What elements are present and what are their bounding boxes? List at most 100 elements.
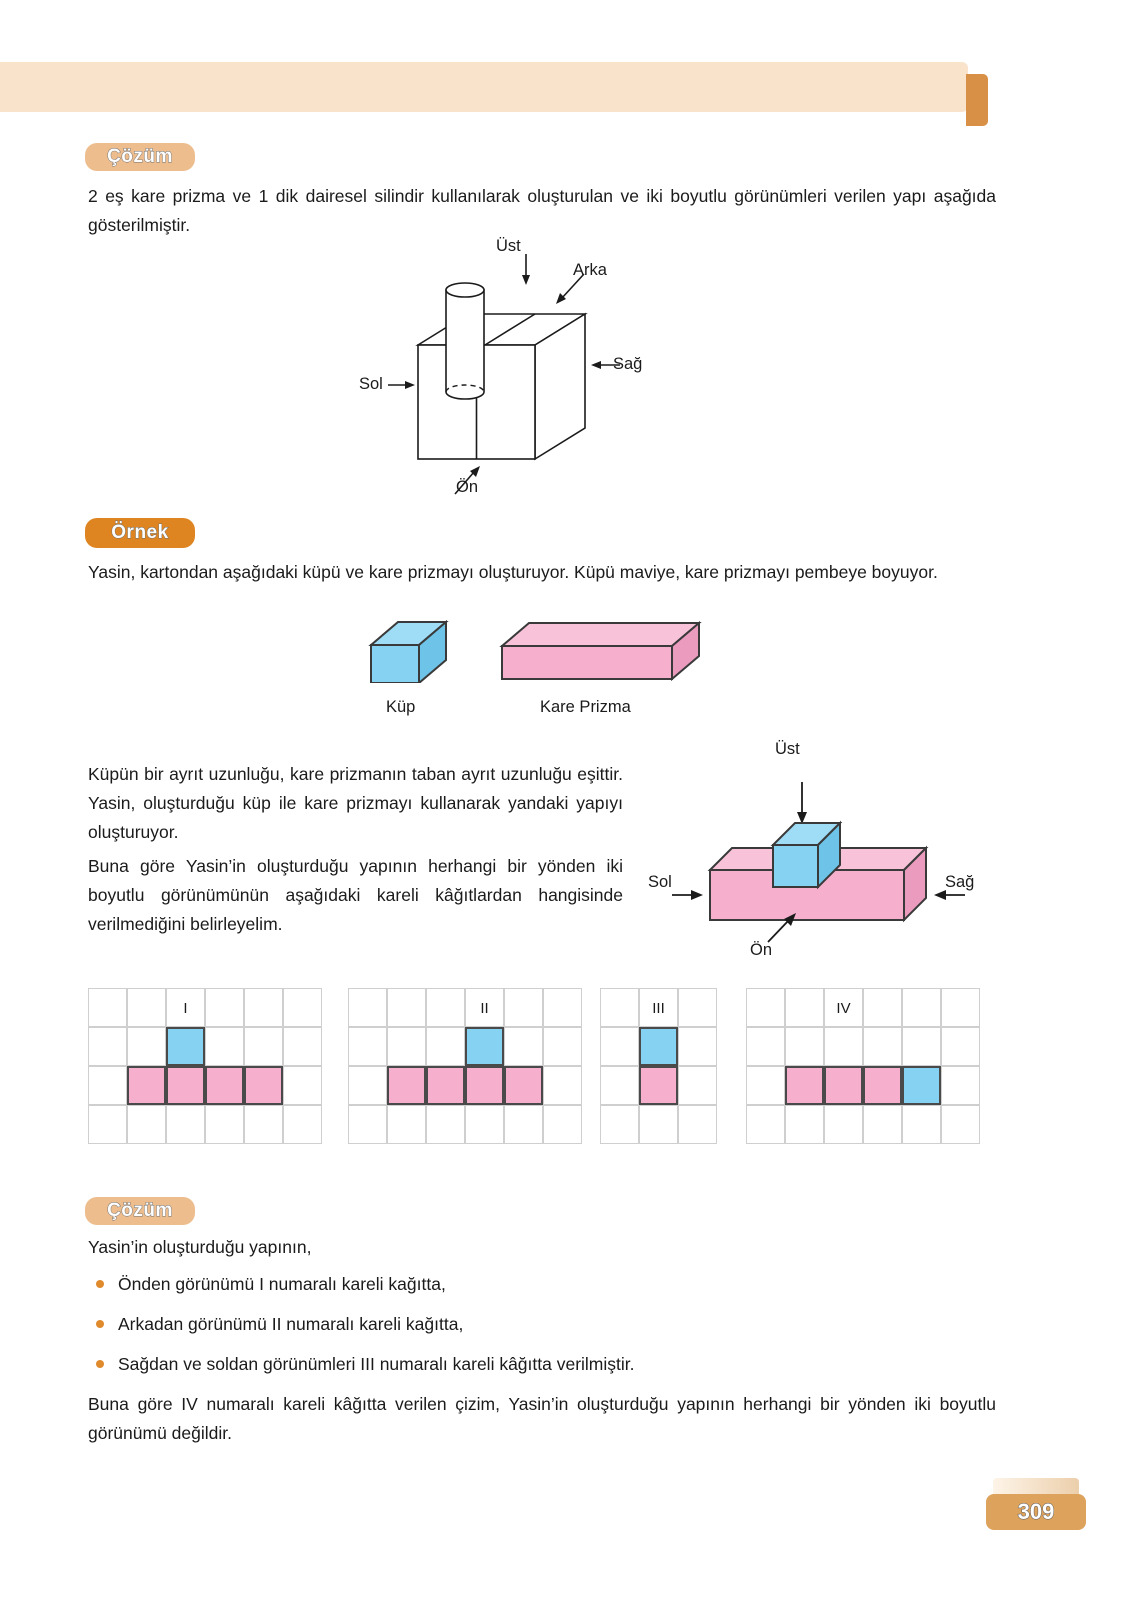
bullet-dot-icon — [96, 1360, 104, 1368]
label-kup: Küp — [386, 698, 416, 716]
label-arka-figure1: Arka — [573, 261, 607, 279]
grid-label-i: I — [183, 1000, 188, 1017]
list-item-label: Arkadan görünümü II numaralı kareli kağı… — [118, 1314, 464, 1334]
grid-cell — [543, 988, 582, 1027]
grid-cell — [88, 1105, 127, 1144]
grid-cell — [600, 988, 639, 1027]
grid-cell — [863, 1105, 902, 1144]
grid-cell — [205, 988, 244, 1027]
grid-cell — [902, 1027, 941, 1066]
grid-cell — [283, 1066, 322, 1105]
grid-cell — [387, 988, 426, 1027]
grid-cell — [387, 1027, 426, 1066]
grid-cell-filled-pink — [785, 1066, 824, 1105]
grid-cell — [244, 988, 283, 1027]
grid-cell — [205, 1027, 244, 1066]
badge-cozum-top-label: Çözüm — [107, 146, 173, 168]
paragraph-cozum-conclusion: Buna göre IV numaralı kareli kâğıtta ver… — [88, 1394, 996, 1443]
grid-cell-filled-pink — [166, 1066, 205, 1105]
label-sag-figure1: Sağ — [613, 355, 643, 373]
list-item-label: Önden görünümü I numaralı kareli kağıtta… — [118, 1274, 446, 1294]
grid-cell — [348, 1105, 387, 1144]
grid-cell — [166, 1105, 205, 1144]
grid-cell — [504, 988, 543, 1027]
grid-cell — [678, 988, 717, 1027]
grid-cell — [543, 1105, 582, 1144]
grid-cell — [426, 1105, 465, 1144]
grid-cell — [639, 988, 678, 1027]
badge-ornek: Örnek — [85, 518, 195, 548]
list-item: Önden görünümü I numaralı kareli kağıtta… — [96, 1270, 976, 1298]
grid-cell-filled-pink — [639, 1066, 678, 1105]
grid-cell — [283, 1105, 322, 1144]
grid-cell — [678, 1066, 717, 1105]
figure-cube-and-prism — [360, 608, 710, 683]
grid-cell — [863, 1027, 902, 1066]
grid-paper-iv[interactable]: IV — [746, 988, 980, 1144]
paragraph-cozum-top: 2 eş kare prizma ve 1 dik dairesel silin… — [88, 186, 996, 235]
grid-cell — [941, 1027, 980, 1066]
grid-cell-filled-pink — [863, 1066, 902, 1105]
grid-cell — [902, 1105, 941, 1144]
label-on-figure1: Ön — [456, 478, 479, 496]
figure-structure — [660, 760, 980, 945]
top-decorative-bar — [0, 62, 968, 112]
grid-cell — [543, 1027, 582, 1066]
grid-cell — [678, 1027, 717, 1066]
grid-cell — [941, 1066, 980, 1105]
list-item: Arkadan görünümü II numaralı kareli kağı… — [96, 1310, 976, 1338]
grid-cell — [283, 1027, 322, 1066]
label-sag-figure3: Sağ — [945, 873, 975, 891]
grid-cell — [465, 1105, 504, 1144]
grid-cell — [348, 1066, 387, 1105]
grid-paper-ii[interactable]: II — [348, 988, 582, 1144]
list-item-label: Sağdan ve soldan görünümleri III numaral… — [118, 1354, 635, 1374]
grid-cell — [387, 1105, 426, 1144]
grid-cell — [824, 1027, 863, 1066]
grid-cell — [244, 1027, 283, 1066]
page-number-label: 309 — [1017, 1499, 1055, 1525]
grid-cell — [426, 988, 465, 1027]
grid-cell-filled-pink — [824, 1066, 863, 1105]
grid-cell — [283, 988, 322, 1027]
list-item: Sağdan ve soldan görünümleri III numaral… — [96, 1350, 976, 1378]
grid-cell — [504, 1105, 543, 1144]
badge-cozum-top: Çözüm — [85, 143, 195, 171]
grid-cell — [746, 1105, 785, 1144]
grid-cell — [88, 988, 127, 1027]
grid-cell — [600, 1066, 639, 1105]
grid-cell-filled-blue — [465, 1027, 504, 1066]
bullet-dot-icon — [96, 1280, 104, 1288]
label-ust-figure3: Üst — [775, 740, 800, 758]
grid-cell — [348, 988, 387, 1027]
grid-cell — [205, 1105, 244, 1144]
grid-label-ii: II — [480, 1000, 489, 1017]
grid-cell — [127, 1105, 166, 1144]
grid-paper-i[interactable]: I — [88, 988, 322, 1144]
grid-cell — [941, 1105, 980, 1144]
grid-cell — [785, 1027, 824, 1066]
grid-cell — [863, 988, 902, 1027]
grid-cell-filled-pink — [426, 1066, 465, 1105]
grid-cell — [88, 1066, 127, 1105]
grid-cell — [127, 988, 166, 1027]
label-on-figure3: Ön — [750, 941, 773, 959]
grid-paper-iii[interactable]: III — [600, 988, 717, 1144]
grid-cell — [465, 988, 504, 1027]
paragraph-cozum-intro: Yasin’in oluşturduğu yapının, — [88, 1237, 312, 1257]
grid-cell — [504, 1027, 543, 1066]
grid-cell — [678, 1105, 717, 1144]
badge-cozum-bottom-label: Çözüm — [107, 1200, 173, 1222]
figure-prisms-cylinder — [350, 232, 650, 507]
grid-cell-filled-blue — [902, 1066, 941, 1105]
grid-cell — [600, 1105, 639, 1144]
grid-cell-filled-blue — [639, 1027, 678, 1066]
paragraph-ornek: Yasin, kartondan aşağıdaki küpü ve kare … — [88, 562, 938, 582]
badge-ornek-label: Örnek — [111, 522, 169, 544]
grid-cell-filled-pink — [244, 1066, 283, 1105]
grid-cell-filled-blue — [166, 1027, 205, 1066]
badge-cozum-bottom: Çözüm — [85, 1197, 195, 1225]
label-sol-figure1: Sol — [359, 375, 383, 393]
grid-cell — [746, 1027, 785, 1066]
